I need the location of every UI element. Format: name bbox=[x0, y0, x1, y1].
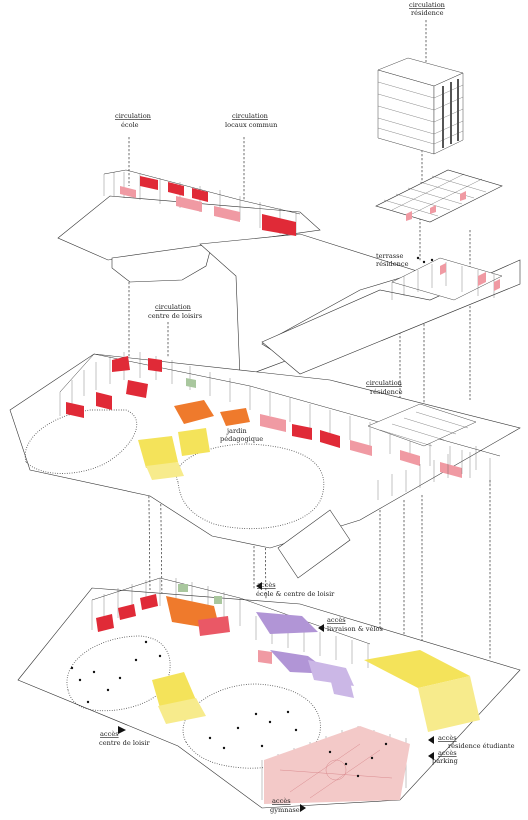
label-circ-locaux-kw: circulation bbox=[232, 112, 269, 120]
label-circ-loisirs-kw: circulation bbox=[155, 303, 192, 311]
label-acces-parking-kw: accès bbox=[438, 749, 457, 757]
arrow-livraison bbox=[318, 624, 324, 632]
label-acces-gymnase-sub: gymnase bbox=[270, 806, 300, 814]
access-arrows bbox=[118, 582, 434, 812]
label-terrasse-1: terrasse bbox=[376, 252, 404, 260]
arrow-gymnase bbox=[300, 804, 306, 812]
label-circ-loisirs-sub: centre de loisirs bbox=[148, 312, 203, 320]
label-acces-livraison-sub: livraison & vélos bbox=[327, 625, 384, 633]
label-acces-parking-sub: parking bbox=[432, 757, 459, 765]
middle-floor bbox=[9, 352, 521, 579]
label-acces-gymnase-kw: accès bbox=[272, 797, 291, 805]
label-circ-ecole-sub: école bbox=[121, 121, 139, 129]
label-acces-residence-kw: accès bbox=[438, 734, 457, 742]
school-floor-top bbox=[57, 169, 422, 379]
arrow-centre bbox=[118, 726, 126, 734]
label-acces-residence-sub: résidence étudiante bbox=[448, 742, 515, 750]
label-acces-ecole-kw: accès bbox=[257, 581, 276, 589]
label-acces-livraison-kw: accès bbox=[327, 616, 346, 624]
connector-low-2 bbox=[159, 439, 163, 601]
labels: circulation résidence circulation école … bbox=[99, 1, 515, 814]
arrow-residence bbox=[428, 736, 434, 744]
label-jardin-2: pédagogique bbox=[220, 435, 263, 443]
label-circ-residence-top-kw: circulation bbox=[409, 1, 446, 9]
label-circ-ecole-kw: circulation bbox=[115, 112, 152, 120]
label-circ-residence-top-sub: résidence bbox=[411, 9, 444, 17]
arrow-parking bbox=[428, 752, 434, 760]
label-jardin-1: jardin bbox=[226, 427, 247, 435]
residence-floor-upper bbox=[375, 169, 503, 223]
label-terrasse-2: résidence bbox=[376, 260, 409, 268]
residence-floor-terrace bbox=[261, 256, 521, 375]
label-acces-centre-sub: centre de loisir bbox=[99, 739, 151, 747]
arrow-ecole bbox=[256, 582, 262, 590]
label-acces-centre-kw: accès bbox=[100, 730, 119, 738]
label-acces-ecole-sub: école & centre de loisir bbox=[256, 590, 335, 598]
label-circ-locaux-sub: locaux commun bbox=[225, 121, 278, 129]
label-circ-residence-mid-kw: circulation bbox=[366, 379, 403, 387]
ground-floor bbox=[17, 577, 521, 809]
label-circ-residence-mid-sub: résidence bbox=[370, 388, 403, 396]
residence-tower bbox=[377, 57, 464, 155]
